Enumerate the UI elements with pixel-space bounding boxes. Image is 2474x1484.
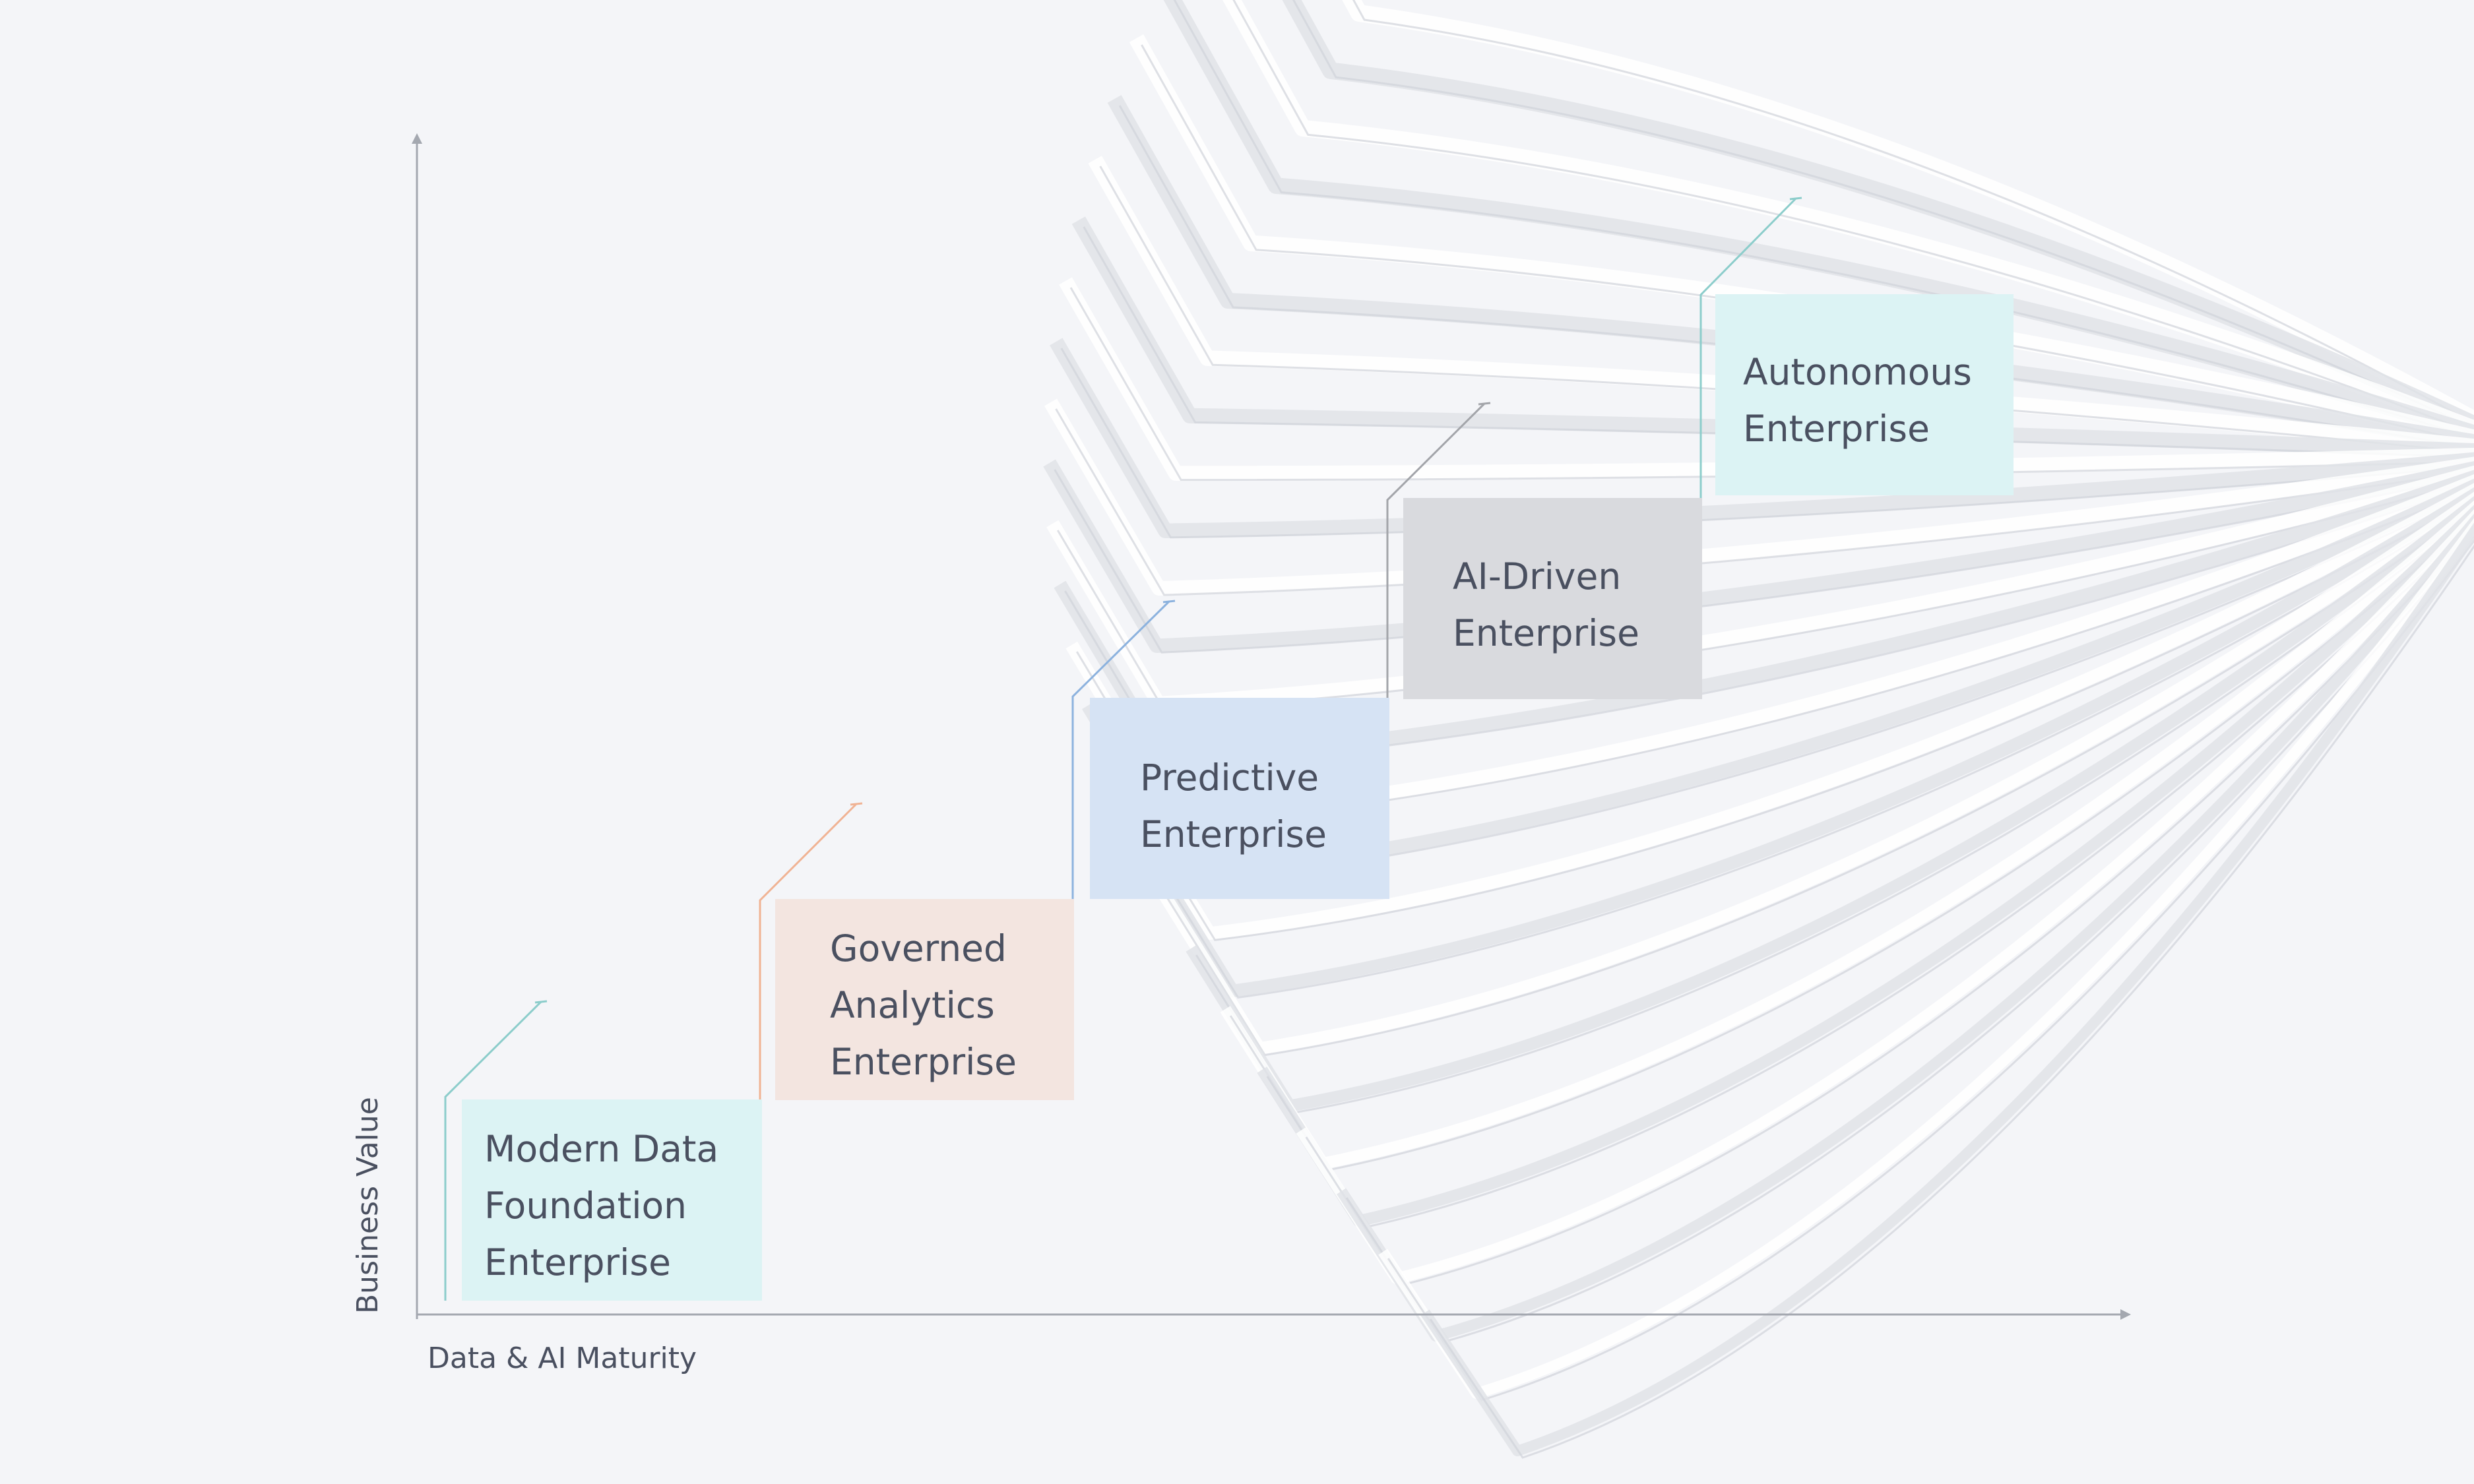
stage-label-line: Enterprise: [830, 1041, 1017, 1083]
swirl-fold-shadow: [1266, 523, 2474, 1229]
stage-box: [462, 1099, 762, 1301]
stage-box: [1090, 698, 1389, 899]
stage-connector-tick: [534, 1000, 548, 1004]
swirl-fold: [1046, 465, 2474, 710]
swirl-fold-shadow: [1055, 408, 2474, 596]
stage-connector-line: [1071, 600, 1170, 899]
stage-label-line: Enterprise: [484, 1241, 671, 1283]
swirl-fold-shadow: [1232, 0, 2474, 435]
swirl-fold: [1044, 398, 2474, 596]
stage-connector-line: [1699, 197, 1797, 498]
swirl-fold-shadow: [1054, 469, 2474, 654]
swirl-fold: [1420, 522, 2474, 1456]
stage-box: [1403, 498, 1702, 699]
stage-box: [775, 899, 1074, 1100]
swirl-fold: [1050, 338, 2474, 538]
swirl-fold: [1163, 0, 2474, 442]
stage-connector-tick: [1789, 197, 1802, 201]
stage-label-line: Analytics: [830, 984, 995, 1026]
swirl-fold: [1222, 0, 2474, 438]
swirl-fold-shadow: [1429, 544, 2474, 1459]
swirl-fold: [1220, 500, 2474, 1169]
stage-predictive: Predictive Enterprise: [1071, 600, 1389, 899]
swirl-fold-shadow: [1195, 513, 2474, 1114]
stage-label-line: Foundation: [484, 1185, 687, 1227]
stage-connector-line: [1386, 402, 1486, 698]
swirl-fold: [1296, 509, 2474, 1284]
swirl-fold-shadow: [1305, 528, 2474, 1287]
stage-connector-tick: [850, 802, 863, 806]
swirl-fold: [1282, 0, 2474, 434]
swirl-fold: [1378, 518, 2474, 1399]
stage-label-line: Modern Data: [484, 1128, 718, 1170]
stage-label-line: Enterprise: [1453, 612, 1639, 654]
swirl-fold-shadow: [1352, 0, 2474, 425]
y-axis-arrowhead: [412, 133, 422, 144]
swirl-fold: [1337, 513, 2474, 1342]
swirl-fold: [1154, 491, 2474, 1055]
swirl-fold: [1102, 483, 2474, 940]
swirl-fold-shadow: [1164, 508, 2474, 1057]
swirl-fold-shadow: [1229, 518, 2474, 1171]
swirl-fold-shadow: [1060, 348, 2474, 539]
stage-ai-driven: AI-Driven Enterprise: [1386, 402, 1702, 699]
swirl-fold-shadow: [1056, 479, 2474, 711]
stage-modern-data-foundation: Modern Data Foundation Enterprise: [444, 1000, 762, 1301]
stage-label-line: Enterprise: [1743, 408, 1930, 450]
swirl-fold-shadow: [1173, 0, 2474, 440]
stage-label-line: Governed: [830, 927, 1007, 970]
x-axis-label: Data & AI Maturity: [428, 1342, 697, 1375]
swirl-fold-shadow: [1292, 0, 2474, 430]
swirl-fold-shadow: [1136, 503, 2474, 999]
stage-connector-tick: [1162, 600, 1176, 603]
y-axis-label: Business Value: [351, 1097, 385, 1314]
swirl-fold: [1126, 487, 2474, 997]
stage-governed-analytics: Governed Analytics Enterprise: [759, 802, 1074, 1100]
swirl-fold: [1257, 505, 2474, 1227]
swirl-fold-shadow: [1112, 498, 2474, 941]
x-axis-arrowhead: [2120, 1309, 2131, 1320]
stage-box: [1715, 294, 2014, 495]
swirl-fold-shadow: [1387, 539, 2474, 1402]
stage-connector-line: [444, 1001, 542, 1301]
stage-label-line: Enterprise: [1140, 813, 1327, 855]
axes: Business Value Data & AI Maturity: [351, 133, 2131, 1375]
swirl-fold-shadow: [1345, 534, 2474, 1344]
swirl-fold: [1342, 0, 2474, 430]
stage-connector-line: [759, 803, 858, 1099]
stage-label-line: Predictive: [1140, 757, 1319, 799]
stage-label-line: AI-Driven: [1453, 555, 1621, 598]
stage-autonomous: Autonomous Enterprise: [1699, 197, 2014, 498]
swirl-fold: [1043, 459, 2474, 653]
swirl-fold: [1186, 496, 2474, 1112]
stage-label-line: Autonomous: [1743, 351, 1972, 393]
stage-connector-tick: [1478, 402, 1491, 406]
